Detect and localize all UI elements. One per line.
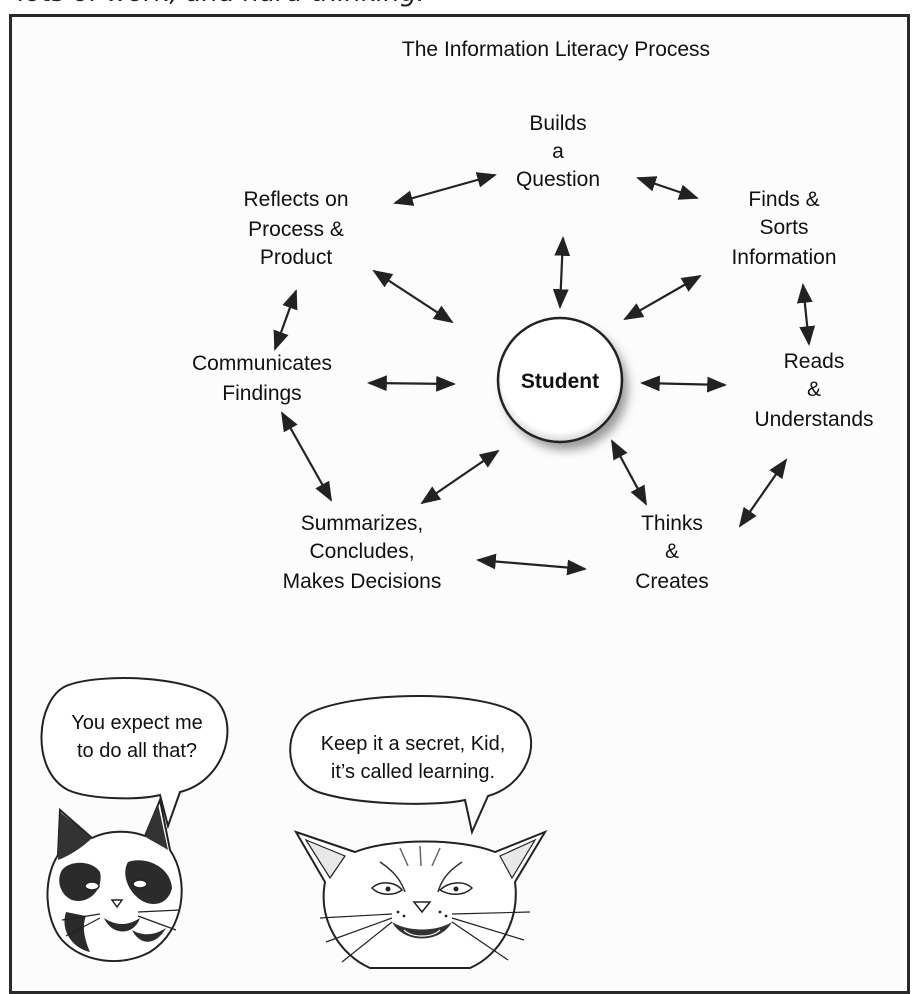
header-fragment-text: lots of work, and hard thinking. [18,0,425,8]
cat-right-illustration [293,829,548,969]
arrow-student-thinks [611,439,647,506]
node-summarizes-line3: Makes Decisions [283,570,442,593]
arrow-builds-finds [636,176,699,200]
arrow-student-reads [640,375,727,393]
node-reflects-line3: Product [260,246,333,269]
node-finds-line3: Information [731,246,836,269]
student-label: Student [521,370,599,393]
node-finds-line1: Finds & [748,188,819,211]
node-builds-line2: a [552,140,564,163]
node-reflects: Reflects on Process & Product [243,188,348,269]
arrow-communicates-student [367,375,456,392]
arrow-reads-thinks [738,458,788,528]
arrows [273,172,816,576]
arrow-summarizes-thinks [476,553,587,576]
arrow-finds-student [623,275,702,320]
node-summarizes: Summarizes, Concludes, Makes Decisions [283,512,442,593]
node-communicates-line1: Communicates [192,352,332,375]
arrow-reflects-student [372,269,454,324]
arrow-reflects-builds [393,172,497,206]
right-speech-line1: Keep it a secret, Kid, [321,733,506,755]
node-builds-line3: Question [516,168,600,191]
node-thinks-line2: & [665,540,679,563]
arrow-reflects-communicates [273,289,298,351]
node-summarizes-line2: Concludes, [309,540,414,563]
node-thinks-line3: Creates [635,570,709,593]
node-finds-sorts: Finds & Sorts Information [731,188,836,269]
node-finds-line2: Sorts [759,216,808,239]
node-reads-line2: & [807,378,821,401]
node-thinks-creates: Thinks & Creates [635,512,709,593]
node-communicates-line2: Findings [222,382,301,405]
left-speech-line2: to do all that? [77,740,197,762]
arrow-student-summarizes [420,449,500,505]
node-communicates: Communicates Findings [192,352,332,405]
diagram-title: The Information Literacy Process [402,38,710,61]
node-summarizes-line1: Summarizes, [301,512,424,535]
right-speech-line2: it’s called learning. [331,761,495,783]
arrow-communicates-summarizes [281,411,332,502]
node-builds-question: Builds a Question [516,112,600,191]
student-node: Student [496,316,628,450]
node-reads-line3: Understands [754,408,873,431]
arrow-finds-reads [796,283,816,346]
node-reads-line1: Reads [784,350,845,373]
node-reflects-line2: Process & [248,218,344,241]
node-builds-line1: Builds [529,112,586,135]
node-reflects-line1: Reflects on [243,188,348,211]
node-thinks-line1: Thinks [641,512,703,535]
cat-left-illustration [46,796,183,963]
left-speech-bubble: You expect me to do all that? [40,677,229,830]
arrow-builds-student [552,236,571,309]
left-speech-line1: You expect me [71,712,203,734]
node-reads-understands: Reads & Understands [754,350,873,431]
right-speech-bubble: Keep it a secret, Kid, it’s called learn… [289,694,533,836]
student-circle [496,316,624,444]
